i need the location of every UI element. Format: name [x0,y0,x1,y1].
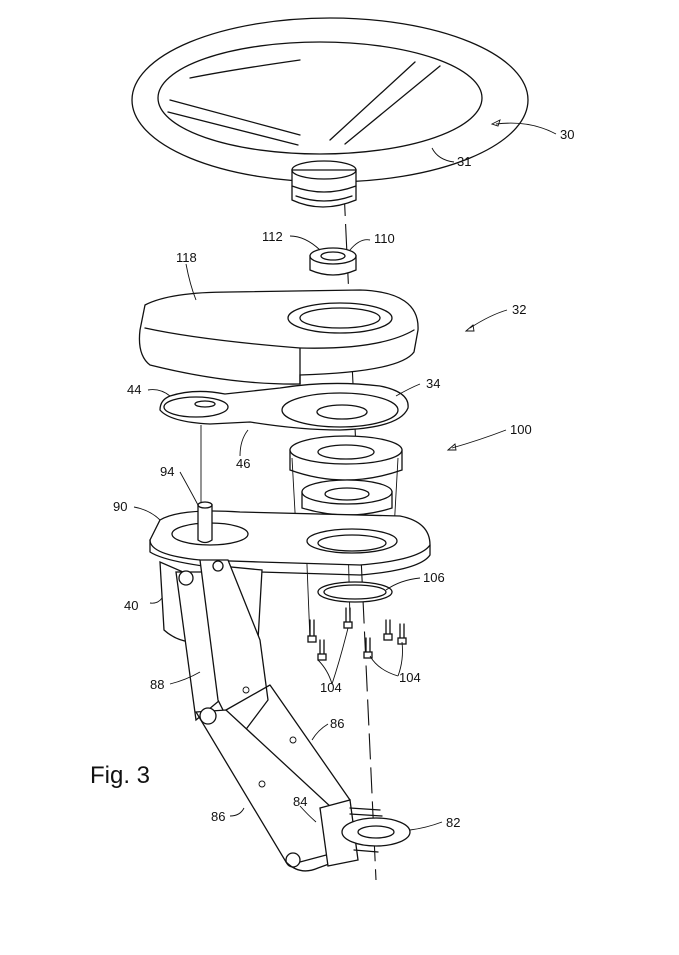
label-110: 110 [374,231,395,246]
label-34: 34 [426,376,440,391]
label-46: 46 [236,456,250,471]
clamp [319,799,411,867]
label-106: 106 [423,570,445,585]
label-32: 32 [512,302,526,317]
label-88: 88 [150,677,164,692]
label-84: 84 [293,794,307,809]
steering-wheel [131,17,529,208]
label-31: 31 [457,154,471,169]
label-30: 30 [560,127,574,142]
label-118: 118 [176,250,197,265]
bearing [309,247,357,276]
figure-caption: Fig. 3 [90,762,150,789]
ring-stack [289,435,403,516]
label-104-left: 104 [320,680,342,695]
label-40: 40 [124,598,138,613]
label-112: 112 [262,229,283,244]
belt-drive [159,382,409,431]
label-86-lower: 86 [211,809,225,824]
mounting-plate [149,501,431,576]
cover [138,289,419,385]
label-44: 44 [127,382,141,397]
bracket-arms [175,559,351,872]
label-104-right: 104 [399,670,421,685]
label-90: 90 [113,499,127,514]
label-86-upper: 86 [330,716,344,731]
label-100: 100 [510,422,532,437]
label-94: 94 [160,464,174,479]
leader-lines [133,119,557,831]
bolts [307,607,407,661]
snap-ring [317,581,393,603]
label-82: 82 [446,815,460,830]
